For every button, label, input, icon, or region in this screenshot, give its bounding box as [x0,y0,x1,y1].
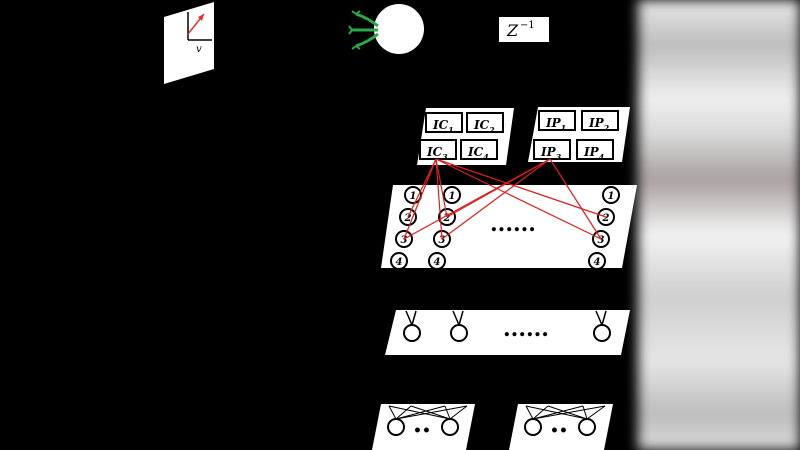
ip-box-1: IP1 [538,110,576,133]
ellipsis-upper: ...... [490,211,536,237]
delay-box: Z −1 [499,17,549,42]
ic3-connection-4 [435,158,602,240]
node-number: 2 [404,213,412,224]
node-col1-4: 4 [390,252,408,270]
ip3-connection-3 [441,158,551,240]
node-number: 3 [439,235,446,246]
node-panel-middle [385,310,630,355]
node-number: 3 [401,235,408,246]
node-col3-1: 1 [602,186,620,204]
middle-node-2 [450,310,468,342]
ic-box-4: IC4 [460,139,498,162]
vector-label: v [196,44,202,55]
node-col2-1: 1 [443,186,461,204]
delay-exponent: −1 [520,20,535,31]
node-number: 4 [396,257,403,268]
ic3-connection-2 [435,158,448,218]
dots-bottom-left: •• [413,423,431,439]
vector-plane-icon: v [164,2,214,84]
dots-bottom-right: •• [550,423,568,439]
node-number: 3 [598,235,605,246]
ic3-connection-5 [403,158,437,240]
bottom-node-2-2 [525,405,606,436]
ip-box-3: IP3 [533,139,571,162]
leaf-icon [348,4,424,54]
ip3-connection-4 [549,158,602,240]
node-number: 1 [410,191,417,202]
ic3-connection-3 [435,158,443,240]
node-number: 4 [434,257,441,268]
ellipsis-middle: ...... [503,316,549,342]
ic3-connection-1 [407,158,437,218]
node-number: 1 [449,191,456,202]
node-col3-4: 4 [588,252,606,270]
ip-box-4: IP4 [576,139,614,162]
node-number: 2 [443,213,451,224]
ic-box-1: IC1 [425,112,463,135]
delay-label: Z [506,21,519,40]
ip-box-2: IP2 [581,110,619,133]
node-panel-bottom-right [509,404,613,450]
node-number: 4 [594,257,601,268]
middle-node-1 [403,310,421,342]
node-col2-4: 4 [428,252,446,270]
node-panel-bottom-left [372,404,475,450]
ic3-connection-6 [435,158,607,218]
middle-node-3 [593,310,611,342]
node-number: 1 [608,191,615,202]
ic-box-2: IC2 [466,112,504,135]
bottom-node-1-2 [388,405,468,436]
ic-box-3: IC3 [419,139,457,162]
blurred-side-panel [638,0,800,450]
ip3-connection-2 [446,158,551,218]
node-number: 2 [602,213,610,224]
